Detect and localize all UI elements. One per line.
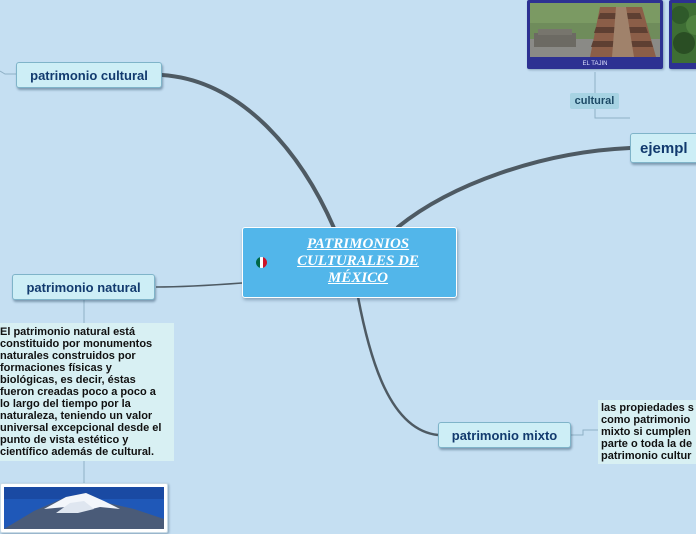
- topic-patrimonio-mixto[interactable]: patrimonio mixto: [438, 422, 571, 448]
- note-patrimonio-natural: El patrimonio natural está constituido p…: [0, 323, 174, 461]
- branch-patrimonio-mixto: [356, 296, 439, 437]
- central-topic[interactable]: PATRIMONIOS CULTURALES DE MÉXICO: [242, 227, 457, 298]
- branch-patrimonio-cultural: [160, 73, 336, 230]
- image-second-example[interactable]: [669, 0, 696, 69]
- central-topic-title: PATRIMONIOS CULTURALES DE MÉXICO: [297, 236, 419, 286]
- topic-patrimonio-natural[interactable]: patrimonio natural: [12, 274, 155, 300]
- note-patrimonio-mixto: las propiedades s como patrimonio mixto …: [598, 400, 696, 464]
- image-volcano[interactable]: [0, 483, 168, 533]
- connector-mixto-note: [571, 429, 598, 436]
- el-tajin-pyramid-photo: [530, 3, 660, 57]
- topic-ejemplos[interactable]: ejempl: [630, 133, 696, 163]
- topic-patrimonio-cultural[interactable]: patrimonio cultural: [16, 62, 162, 88]
- jungle-photo: [671, 3, 696, 63]
- branch-lines: [0, 70, 632, 483]
- el-tajin-caption: EL TAJIN: [582, 61, 608, 67]
- connector-ejemplos-cultural: [594, 109, 630, 119]
- mexico-flag-icon: [256, 257, 267, 268]
- branch-ejemplos: [396, 146, 632, 229]
- snowy-volcano-photo: [4, 487, 164, 529]
- image-el-tajin[interactable]: EL TAJIN: [527, 0, 663, 69]
- branch-patrimonio-natural: [155, 282, 243, 288]
- subtopic-cultural[interactable]: cultural: [570, 93, 619, 109]
- connector-cultural-left: [0, 70, 16, 75]
